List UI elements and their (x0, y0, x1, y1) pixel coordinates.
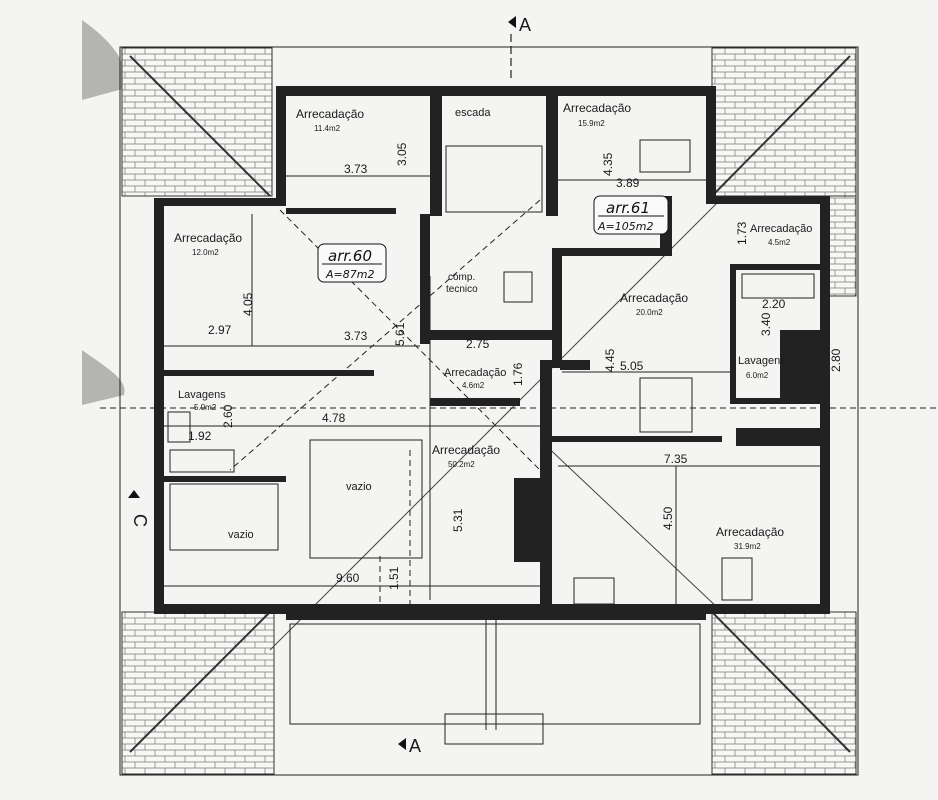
room-name: Arrecadação (444, 367, 506, 379)
dimension: 4.50 (661, 506, 675, 530)
room-name: Lavagens (738, 355, 786, 367)
scan-shadow-top-left (82, 20, 127, 100)
room-name: Arrecadação (716, 525, 784, 539)
roof-diag-tr (711, 55, 851, 197)
room-area: 4.5m2 (768, 238, 791, 247)
room-area: 31.9m2 (734, 542, 761, 551)
room-name: Arrecadação (750, 223, 812, 235)
room-name: Lavagens (178, 389, 226, 401)
dimension: 3.73 (344, 329, 368, 343)
dimension: 2.60 (221, 404, 235, 428)
dimension-labels: 3.73 3.05 4.35 3.89 1.73 4.05 2.97 3.73 … (188, 142, 843, 590)
room-area: 15.9m2 (578, 119, 605, 128)
dimension: 1.73 (735, 221, 749, 245)
roof-bottom-left (121, 611, 275, 775)
boundary-line (119, 46, 859, 776)
section-marker-left: C (128, 490, 150, 527)
roof-diag-bl (129, 611, 271, 753)
dimension: 2.80 (829, 348, 843, 372)
room-name: Arrecadação (620, 291, 688, 305)
stamp-arr61-title: arr.61 (606, 199, 650, 217)
dimension: 2.75 (466, 337, 490, 351)
room-area: 4.6m2 (462, 381, 485, 390)
diag-main-a (269, 199, 721, 651)
stamp-arr60-title: arr.60 (328, 247, 372, 265)
dimension: 4.35 (601, 152, 615, 176)
room-name: comp. (448, 272, 475, 283)
room-name: Arrecadação (432, 443, 500, 457)
dimension: 3.05 (395, 142, 409, 166)
room-name: Arrecadação (563, 101, 631, 115)
dimension: 4.05 (241, 292, 255, 316)
scan-shadow-left (82, 350, 125, 405)
room-labels: Arrecadação 11.4m2 escada Arrecadação 15… (174, 101, 812, 551)
stamp-arr60: arr.60 A=87m2 (317, 243, 387, 283)
room-area: 12.0m2 (192, 248, 219, 257)
section-label-top: A (519, 15, 531, 35)
section-marker-top: A (508, 15, 531, 78)
stamp-arr61-area: A=105m2 (597, 220, 653, 233)
dimension: 2.20 (762, 297, 786, 311)
dimension: 1.76 (511, 362, 525, 386)
dimension: 7.35 (664, 452, 688, 466)
roof-right-strip (827, 195, 857, 297)
room-area: 6.0m2 (746, 371, 769, 380)
diag-main-b (539, 439, 721, 611)
dimension: 5.05 (620, 359, 644, 373)
dimension: 3.89 (616, 176, 640, 190)
section-label-left: C (130, 514, 150, 527)
dimension: 5.61 (393, 322, 407, 346)
room-name: Arrecadação (174, 231, 242, 245)
section-marker-bottom: A (398, 736, 421, 756)
room-area: 5.0m2 (194, 403, 217, 412)
dimension: 3.40 (759, 312, 773, 336)
interior-lines (164, 139, 820, 745)
room-name: escada (455, 107, 491, 119)
room-name: vazio (228, 529, 254, 541)
room-area: 50.2m2 (448, 460, 475, 469)
room-name: Arrecadação (296, 107, 364, 121)
stamp-arr60-area: A=87m2 (325, 268, 374, 281)
room-area: 20.0m2 (636, 308, 663, 317)
dimension: 1.92 (188, 429, 212, 443)
dimension: 4.45 (603, 348, 617, 372)
stamp-arr61: arr.61 A=105m2 (593, 195, 669, 235)
walls (154, 86, 830, 620)
roof-diag-br (711, 611, 851, 753)
dimension: 9.60 (336, 571, 360, 585)
section-label-bottom: A (409, 736, 421, 756)
dimension: 5.31 (451, 508, 465, 532)
dimension: 1.51 (387, 566, 401, 590)
room-area: tecnico (446, 284, 478, 295)
roof-diag-tl (129, 55, 271, 197)
dimension: 3.73 (344, 162, 368, 176)
dimension: 4.78 (322, 411, 346, 425)
roof-bottom-right (711, 611, 857, 775)
dimension: 2.97 (208, 323, 232, 337)
room-name: vazio (346, 481, 372, 493)
room-area: 11.4m2 (314, 124, 341, 133)
diag-arr60-b (229, 199, 541, 471)
